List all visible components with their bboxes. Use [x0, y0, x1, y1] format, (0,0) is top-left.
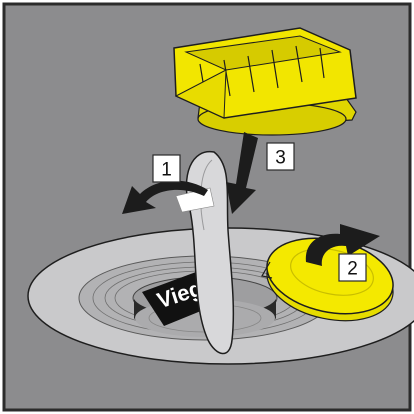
- yellow-adapter: [174, 28, 356, 135]
- step-2-label: 2: [339, 254, 366, 281]
- step-1-number: 1: [161, 160, 172, 181]
- step-3-number: 3: [275, 148, 286, 169]
- step-3-label: 3: [267, 143, 294, 170]
- step-2-number: 2: [347, 259, 358, 280]
- step-1-label: 1: [153, 155, 180, 182]
